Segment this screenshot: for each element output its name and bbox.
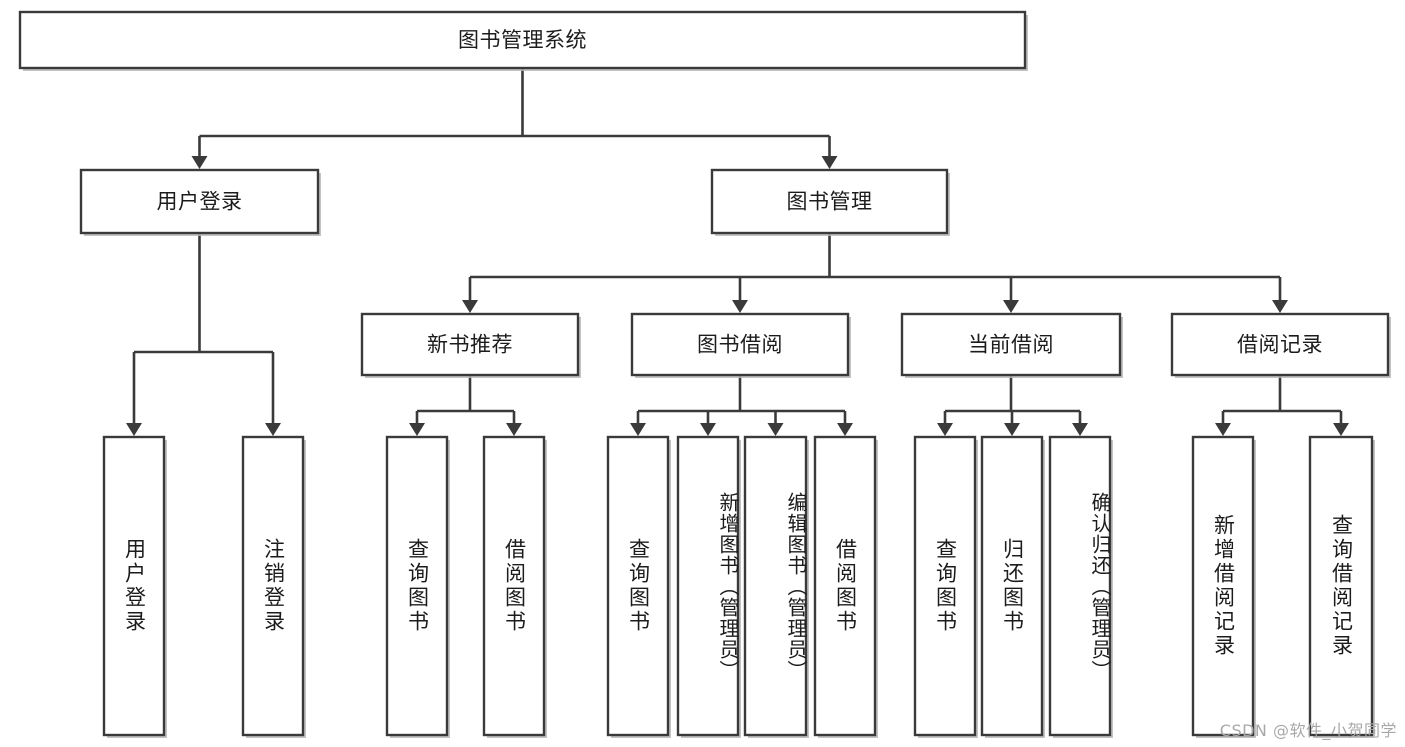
node-leaf-return-book[interactable] bbox=[980, 435, 1044, 737]
arrow-head-icon bbox=[837, 423, 853, 436]
node-label: 图书管理系统 bbox=[458, 28, 587, 52]
arrow-head-icon bbox=[126, 423, 142, 436]
node-leaf-query-book-2[interactable] bbox=[606, 435, 670, 737]
node-leaf-user-login[interactable] bbox=[102, 435, 166, 737]
node-leaf-query-book-3[interactable] bbox=[913, 435, 977, 737]
node-leaf-query-record[interactable] bbox=[1308, 435, 1374, 737]
watermark-credit: CSDN @软件_小贺同学 bbox=[1219, 721, 1397, 740]
arrow-head-icon bbox=[506, 423, 522, 436]
arrow-head-icon bbox=[937, 423, 953, 436]
node-leaf-add-book[interactable] bbox=[676, 435, 740, 737]
arrow-head-icon bbox=[1333, 423, 1349, 436]
node-user-login[interactable] bbox=[79, 168, 320, 235]
node-borrow-record[interactable] bbox=[1170, 312, 1390, 377]
connector-lines bbox=[126, 68, 1349, 436]
node-leaf-confirm-return[interactable] bbox=[1048, 435, 1112, 737]
node-new-book-rec[interactable] bbox=[360, 312, 580, 377]
arrow-head-icon bbox=[1004, 423, 1020, 436]
arrow-head-icon bbox=[767, 423, 784, 436]
node-leaf-logout[interactable] bbox=[241, 435, 305, 737]
arrow-head-icon bbox=[1272, 300, 1288, 313]
arrow-head-icon bbox=[732, 300, 748, 313]
node-leaf-query-book-1[interactable] bbox=[385, 435, 449, 737]
arrow-head-icon bbox=[1072, 423, 1088, 436]
node-leaf-borrow-book-1[interactable] bbox=[482, 435, 546, 737]
node-label: 用户登录 bbox=[157, 190, 243, 214]
arrow-head-icon bbox=[191, 156, 208, 169]
node-leaf-borrow-book-2[interactable] bbox=[813, 435, 877, 737]
arrow-head-icon bbox=[409, 423, 425, 436]
node-label: 图书管理 bbox=[787, 190, 873, 214]
node-book-borrow[interactable] bbox=[630, 312, 850, 377]
node-label: 图书借阅 bbox=[697, 333, 783, 357]
arrow-head-icon bbox=[462, 300, 478, 313]
arrow-head-icon bbox=[1003, 300, 1019, 313]
arrow-head-icon bbox=[1215, 423, 1231, 436]
arrow-head-icon bbox=[700, 423, 716, 436]
node-root-root[interactable] bbox=[18, 10, 1027, 70]
node-label: 借阅记录 bbox=[1237, 333, 1323, 357]
node-label: 当前借阅 bbox=[968, 333, 1054, 357]
node-current-borrow[interactable] bbox=[900, 312, 1122, 377]
node-book-manage[interactable] bbox=[710, 168, 949, 235]
node-leaf-edit-book[interactable] bbox=[743, 435, 808, 737]
arrow-head-icon bbox=[265, 423, 281, 436]
arrow-head-icon bbox=[821, 156, 838, 169]
node-leaf-add-record[interactable] bbox=[1191, 435, 1255, 737]
arrow-head-icon bbox=[630, 423, 646, 436]
node-label: 新书推荐 bbox=[427, 333, 513, 357]
